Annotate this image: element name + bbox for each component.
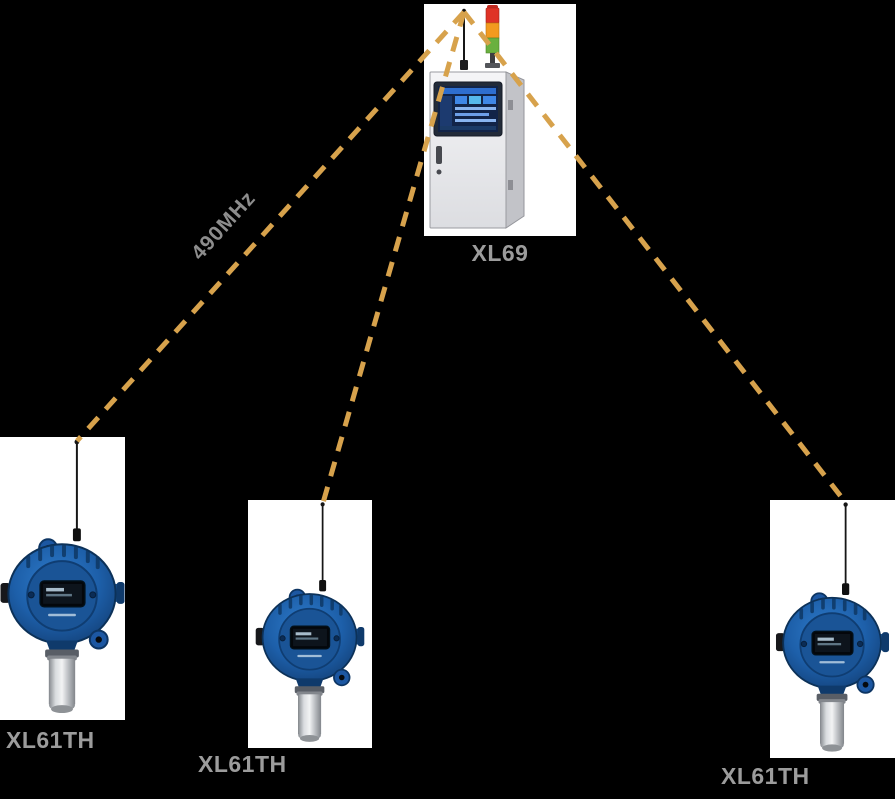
- controller-label: XL69: [471, 240, 529, 266]
- gas-detector-image: [248, 500, 372, 748]
- rf-link-line-left: [75, 10, 466, 443]
- detector-card-right: [770, 500, 895, 758]
- gas-detector-image: [0, 437, 125, 720]
- detector-label-left: XL61TH: [6, 727, 95, 753]
- detector-label-middle: XL61TH: [198, 751, 287, 777]
- gas-detector-image: [770, 500, 895, 758]
- controller-card: [424, 4, 576, 236]
- detector-label-right: XL61TH: [721, 763, 810, 789]
- detector-card-left: [0, 437, 125, 720]
- controller-device-image: [424, 4, 576, 236]
- link-frequency-label: 490MHz: [186, 186, 261, 265]
- detector-card-middle: [248, 500, 372, 748]
